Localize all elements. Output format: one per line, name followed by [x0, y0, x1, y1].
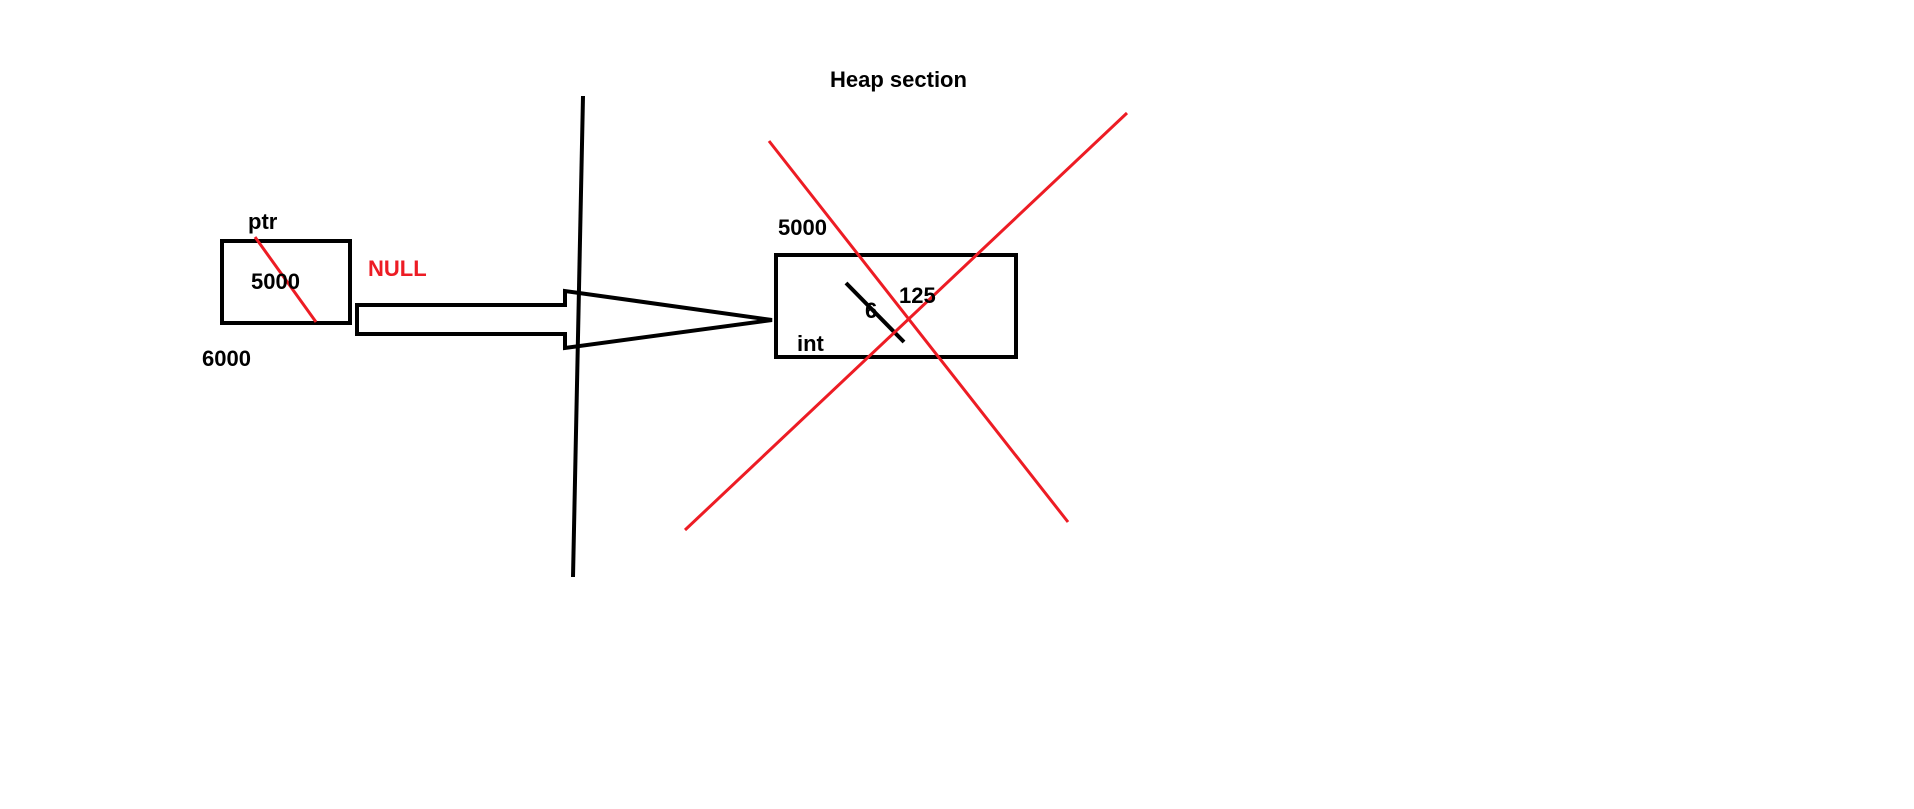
freed-cross-line-1 — [767, 140, 1070, 523]
pointer-value-strike — [253, 236, 318, 323]
freed-cross-line-2 — [683, 111, 1129, 532]
heap-address-label: 5000 — [778, 215, 827, 240]
pointer-null-label: NULL — [368, 256, 427, 281]
pointer-arrow — [355, 288, 773, 351]
heap-int-box — [774, 253, 1018, 359]
pointer-address-label: 6000 — [202, 346, 251, 371]
heap-section-title: Heap section — [830, 67, 967, 92]
heap-old-value: 6 — [865, 298, 878, 323]
heap-type-label: int — [797, 331, 824, 356]
heap-new-value: 125 — [899, 283, 936, 308]
memory-divider-line — [571, 95, 585, 578]
pointer-value: 5000 — [251, 269, 300, 294]
pointer-name-label: ptr — [248, 209, 278, 234]
pointer-box — [220, 239, 352, 325]
